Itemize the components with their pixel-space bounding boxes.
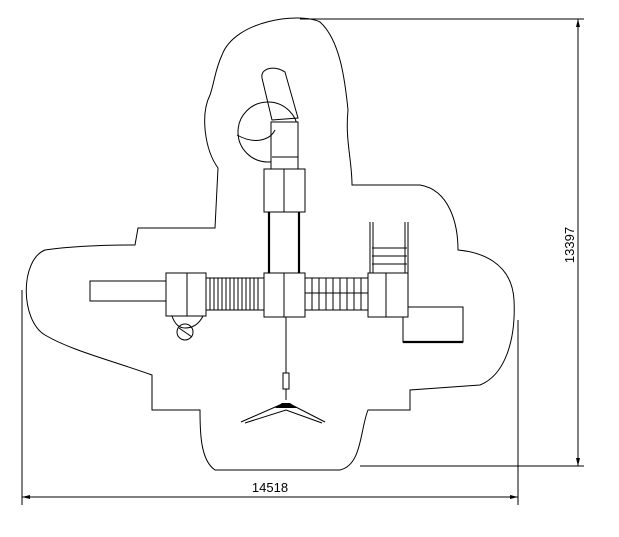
width-dimension-label: 14518 (252, 480, 288, 495)
step-deck-right (402, 306, 464, 344)
bridge-right (304, 277, 369, 311)
dimension-width: 14518 (21, 290, 519, 505)
connector-vertical (267, 212, 301, 273)
spiral-slide (236, 67, 299, 171)
height-dimension-label: 13397 (562, 227, 577, 263)
bridge-left (205, 277, 265, 311)
platform-right (367, 272, 409, 318)
dimension-height: 13397 (300, 18, 584, 467)
straight-slide-left (89, 280, 167, 302)
platform-left (165, 272, 207, 317)
platform-top (263, 168, 306, 213)
steering-wheel (171, 315, 204, 341)
ladder (369, 222, 409, 273)
platform-center (263, 272, 306, 318)
safety-zone-outline (25, 17, 515, 471)
tire-swing (240, 317, 326, 424)
